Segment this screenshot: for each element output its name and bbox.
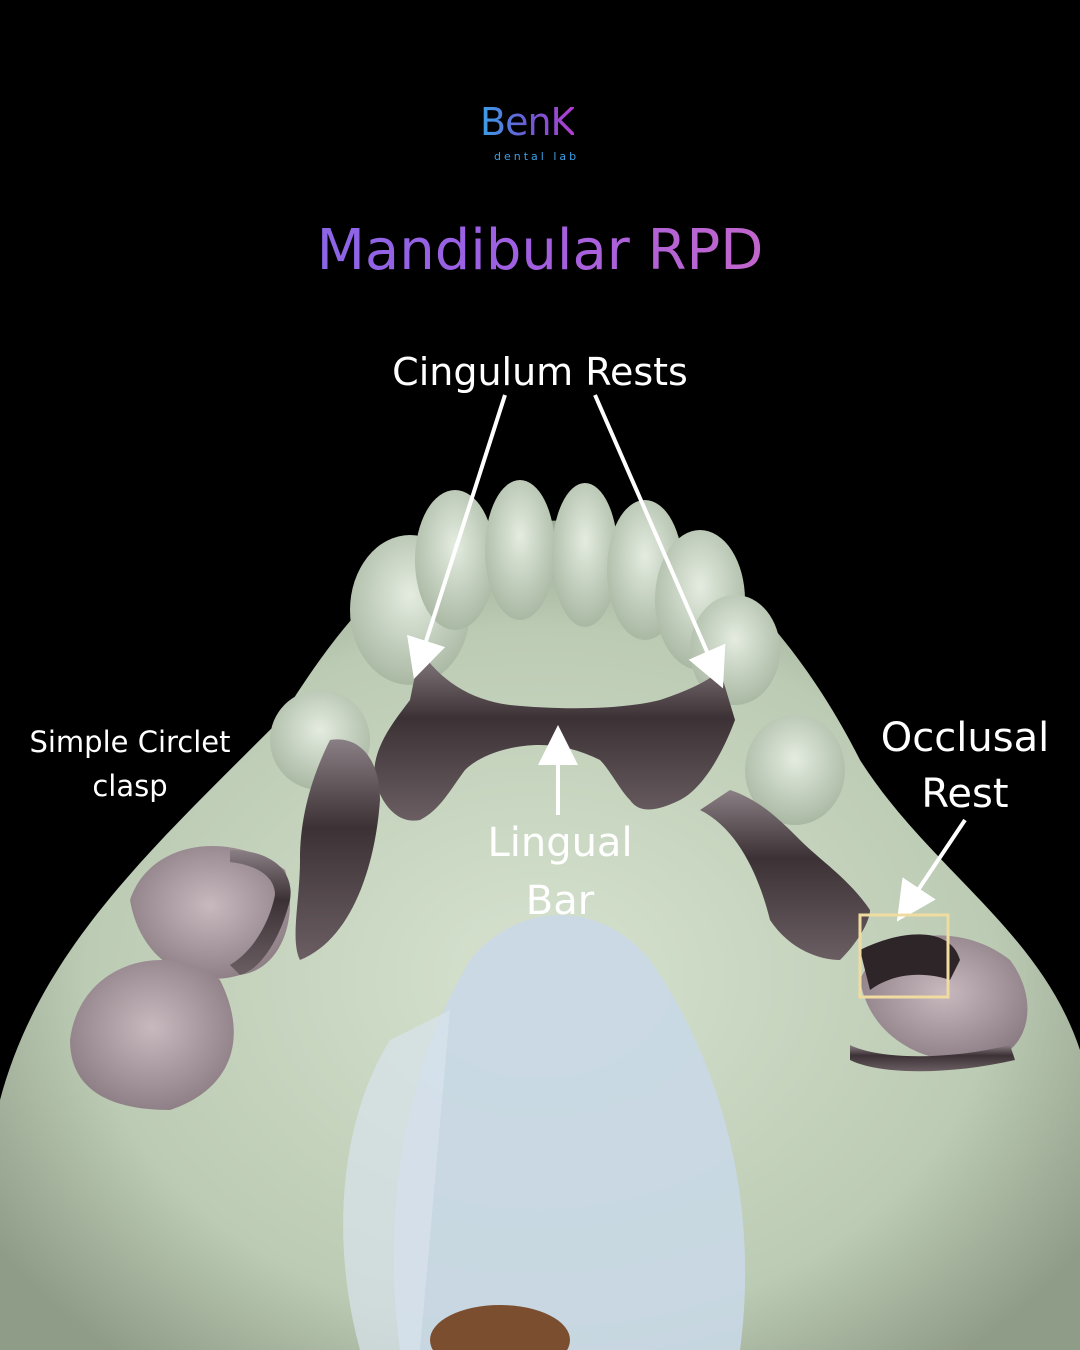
- label-lingual-bar: Lingual Bar: [460, 814, 660, 930]
- cingulum-arrow-left: [407, 394, 507, 680]
- label-simple-circlet-clasp-line1: Simple Circlet: [29, 725, 231, 759]
- logo: BenK dental lab: [470, 92, 620, 182]
- logo-wordmark: BenK: [480, 100, 575, 144]
- label-occlusal-rest: Occlusal Rest: [860, 710, 1070, 822]
- occlusal-rest-arrow: [896, 818, 967, 922]
- label-occlusal-rest-line1: Occlusal: [880, 715, 1050, 761]
- anterior-teeth: [270, 480, 845, 825]
- page-title: Mandibular RPD: [0, 218, 1080, 283]
- label-lingual-bar-line2: Bar: [525, 878, 595, 924]
- label-cingulum-rests: Cingulum Rests: [392, 350, 688, 394]
- tongue-area: [393, 915, 746, 1350]
- logo-tagline: dental lab: [494, 150, 580, 163]
- label-lingual-bar-line1: Lingual: [487, 820, 633, 866]
- cingulum-arrow-right: [593, 394, 726, 689]
- label-simple-circlet-clasp: Simple Circlet clasp: [10, 720, 250, 808]
- occlusal-rest-highlight-box: [858, 913, 950, 999]
- label-simple-circlet-clasp-line2: clasp: [92, 769, 168, 803]
- label-occlusal-rest-line2: Rest: [921, 771, 1009, 817]
